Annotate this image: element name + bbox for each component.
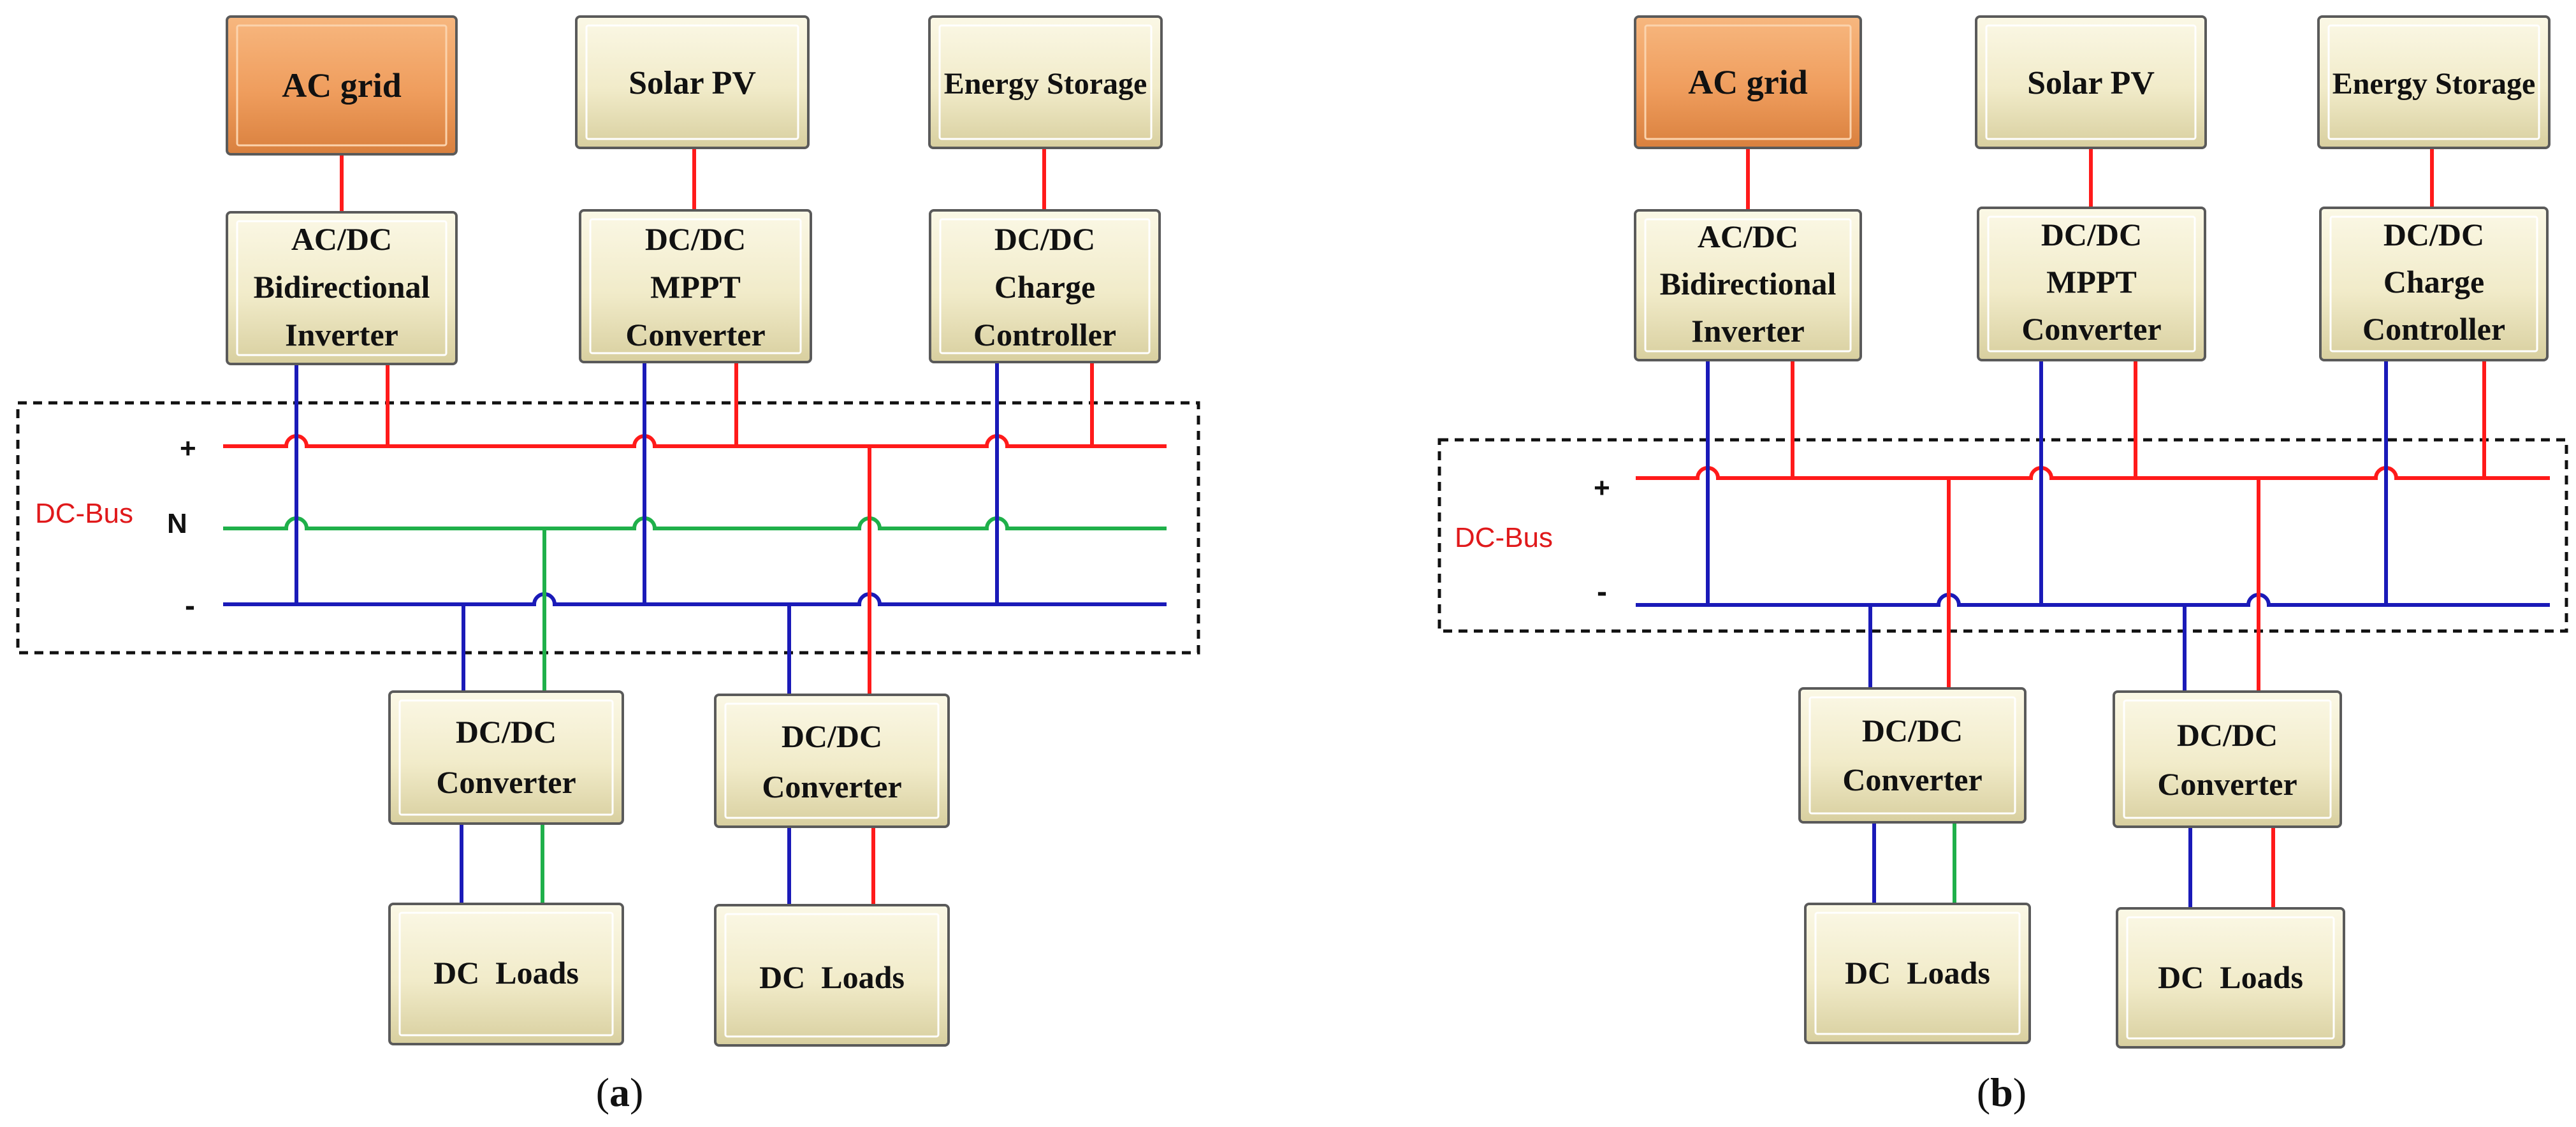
dc-loads-2-title-b: DC Loads [2158,959,2303,995]
caption-a-close: ) [630,1070,643,1115]
dc-loads-1-title-b: DC Loads [1845,955,1990,991]
charger-line1-b: DC/DC [2383,217,2484,252]
box-dc-loads-1-a: DC Loads [388,903,624,1045]
charger-line1-a: DC/DC [994,221,1095,257]
inverter-line1-b: AC/DC [1698,219,1798,254]
solar-title-a: Solar PV [629,65,756,101]
load-converter-2-line2-a: Converter [762,769,901,804]
load-converter-2-line2-b: Converter [2157,766,2297,802]
rail-plus-label-b: + [1594,472,1610,504]
mppt-line1-b: DC/DC [2041,217,2142,252]
box-solar-b: Solar PV [1975,15,2207,149]
charger-line2-a: Charge [994,269,1095,305]
load-converter-1-line1-a: DC/DC [456,714,557,750]
caption-a-letter: a [609,1070,630,1115]
box-mppt-a: DC/DC MPPT Converter [579,209,812,363]
box-inverter-b: AC/DC Bidirectional Inverter [1634,209,1862,361]
acgrid-title-a: AC grid [282,66,402,105]
box-load-converter-2-b: DC/DC Converter [2113,690,2342,828]
caption-a-open: ( [596,1070,609,1115]
box-dc-loads-2-b: DC Loads [2116,907,2345,1049]
box-storage-a: Energy Storage [928,15,1163,149]
load-converter-2-line1-b: DC/DC [2177,717,2278,753]
inverter-line1-a: AC/DC [291,221,392,257]
neutral-rail-a [223,516,1167,530]
storage-title-b: Energy Storage [2332,67,2536,101]
charger-line3-b: Controller [2362,311,2505,347]
negative-rail-a [223,592,1167,606]
dc-bus-frame-a [16,401,1200,655]
box-load-converter-1-a: DC/DC Converter [388,690,624,825]
panel-b: DC-Bus + - [1437,15,2568,1115]
dc-bus-frame-b [1437,438,2568,633]
wires-a [223,148,1167,905]
caption-b-open: ( [1977,1070,1990,1115]
caption-b: (b) [1977,1070,2027,1115]
wires-b [1636,148,2550,908]
box-charger-b: DC/DC Charge Controller [2319,207,2549,361]
box-storage-b: Energy Storage [2317,15,2551,149]
load-converter-2-line1-a: DC/DC [782,718,882,754]
storage-title-a: Energy Storage [944,67,1147,101]
rail-minus-label-b: - [1597,575,1607,609]
inverter-line3-b: Inverter [1691,313,1805,349]
dc-bus-label-b: DC-Bus [1455,522,1553,553]
inverter-line2-a: Bidirectional [254,269,430,305]
charger-line3-a: Controller [973,317,1116,353]
positive-rail-a [223,434,1167,448]
box-load-converter-1-b: DC/DC Converter [1798,687,2027,824]
caption-b-close: ) [2013,1070,2027,1115]
box-acgrid-b: AC grid [1634,15,1862,149]
box-mppt-b: DC/DC MPPT Converter [1977,207,2206,361]
mppt-line3-a: Converter [625,317,765,353]
dc-bus-label-a: DC-Bus [35,498,133,529]
inverter-line2-b: Bidirectional [1660,266,1837,302]
mppt-line2-a: MPPT [650,269,741,305]
dc-loads-1-title-a: DC Loads [433,955,579,991]
rail-minus-label-a: - [185,589,195,623]
solar-title-b: Solar PV [2027,65,2155,101]
load-converter-1-line2-a: Converter [436,764,576,800]
box-dc-loads-2-a: DC Loads [714,904,950,1047]
box-charger-a: DC/DC Charge Controller [929,209,1161,363]
acgrid-title-b: AC grid [1688,63,1808,101]
caption-a: (a) [596,1070,644,1115]
mppt-line3-b: Converter [2021,311,2161,347]
rail-neutral-label-a: N [167,508,187,539]
inverter-line3-a: Inverter [285,317,398,353]
negative-rail-b [1636,593,2550,607]
mppt-line1-a: DC/DC [645,221,746,257]
load-converter-1-line2-b: Converter [1842,762,1982,797]
box-solar-a: Solar PV [575,15,810,149]
box-inverter-a: AC/DC Bidirectional Inverter [226,211,458,365]
caption-b-letter: b [1990,1070,2013,1115]
dc-loads-2-title-a: DC Loads [759,959,905,995]
box-acgrid-a: AC grid [226,15,458,156]
mppt-line2-b: MPPT [2046,264,2137,300]
panel-a: DC-Bus + N - [16,15,1200,1115]
charger-line2-b: Charge [2383,264,2484,300]
load-converter-1-line1-b: DC/DC [1862,713,1963,748]
rail-plus-label-a: + [180,433,196,464]
box-load-converter-2-a: DC/DC Converter [714,694,950,828]
box-dc-loads-1-b: DC Loads [1804,903,2031,1044]
positive-rail-b [1636,466,2550,480]
